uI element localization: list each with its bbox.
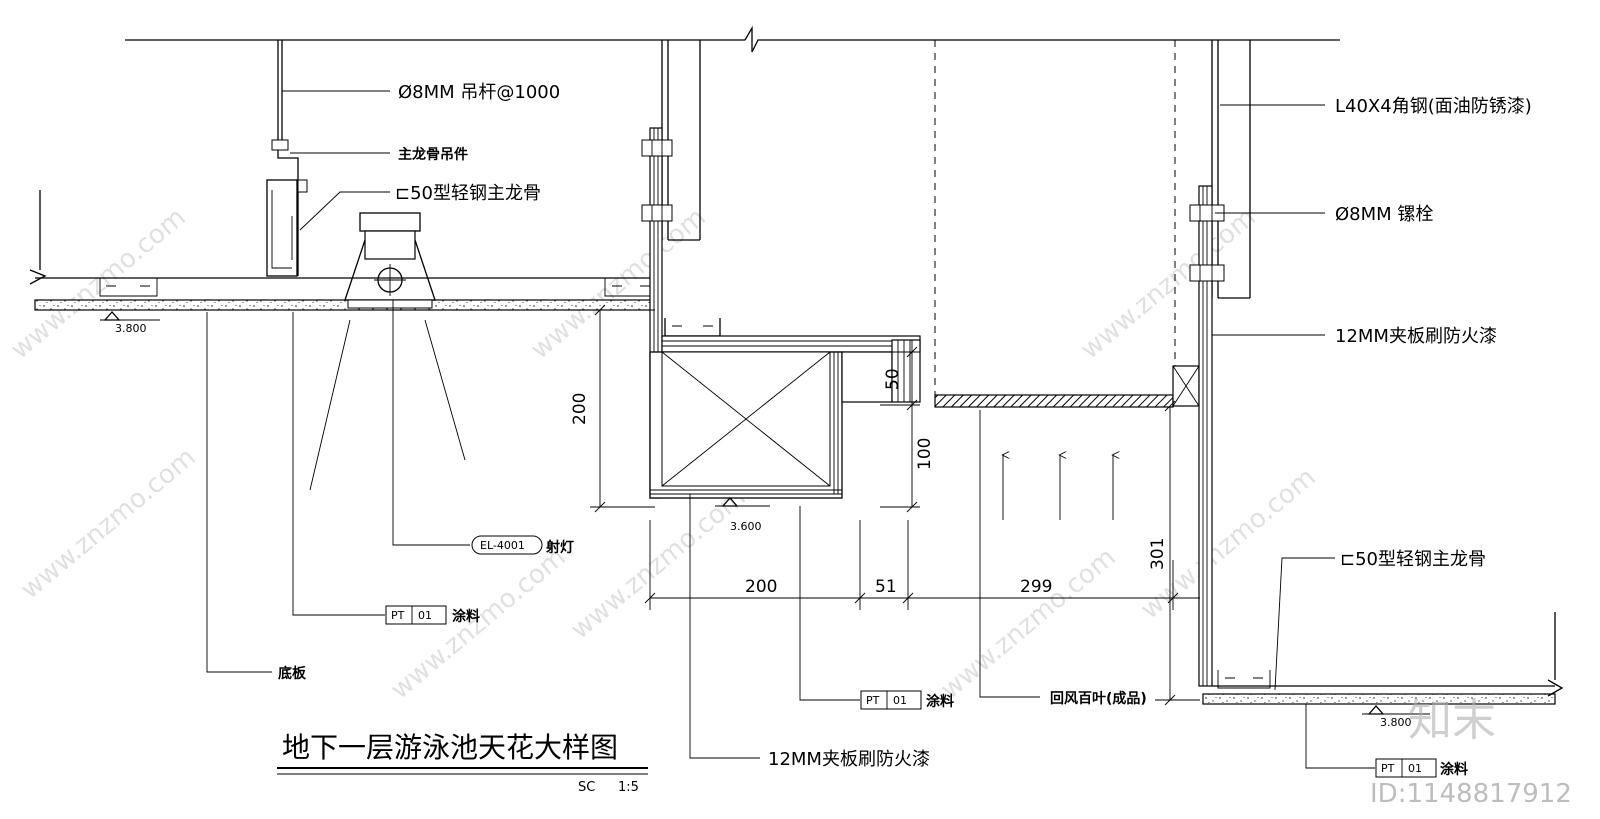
paint-tag-3: PT bbox=[1381, 762, 1395, 775]
watermark-text: www.znzmo.com bbox=[15, 442, 201, 605]
structural-slab bbox=[125, 25, 1340, 53]
label-bolt: Ø8MM 镙栓 bbox=[1335, 204, 1433, 225]
dim-200-vertical: 200 bbox=[570, 393, 590, 425]
label-downlight: 射灯 bbox=[545, 539, 574, 556]
left-ceiling bbox=[29, 40, 661, 321]
label-paint-3: 涂料 bbox=[1440, 761, 1468, 778]
label-c50-main-keel-right: ⊏50型轻钢主龙骨 bbox=[1340, 549, 1486, 570]
paint-code-3: 01 bbox=[1408, 762, 1422, 775]
label-rod: Ø8MM 吊杆@1000 bbox=[398, 82, 560, 103]
brand-id: ID:1148817912 bbox=[1370, 779, 1572, 809]
dim-301: 301 bbox=[1148, 538, 1168, 570]
label-base-board: 底板 bbox=[278, 665, 307, 682]
downlight-fixture bbox=[309, 212, 466, 491]
scale-ratio: 1:5 bbox=[618, 780, 639, 795]
brand-logo: 知末 bbox=[1408, 695, 1496, 746]
watermark-text: www.znzmo.com bbox=[1075, 202, 1261, 365]
downlight-tag: EL-4001 bbox=[480, 539, 525, 552]
scale-code: SC bbox=[578, 780, 595, 795]
dim-50: 50 bbox=[883, 368, 903, 390]
dim-299: 299 bbox=[1020, 577, 1052, 597]
paint-tag-1: PT bbox=[391, 609, 405, 622]
labels: Ø8MM 吊杆@1000 主龙骨吊件 ⊏50型轻钢主龙骨 L40X4角钢(面油防… bbox=[115, 82, 1532, 795]
label-angle-steel: L40X4角钢(面油防锈漆) bbox=[1335, 96, 1532, 117]
brand-watermark: 知末 ID:1148817912 bbox=[1370, 695, 1572, 809]
label-board-bottom: 12MM夹板刷防火漆 bbox=[768, 749, 930, 770]
level-right: 3.800 bbox=[1380, 716, 1412, 729]
paint-code-2: 01 bbox=[893, 694, 907, 707]
dimension-lines bbox=[590, 304, 1200, 706]
level-left: 3.800 bbox=[115, 322, 147, 335]
paint-code-1: 01 bbox=[418, 609, 432, 622]
label-board-right: 12MM夹板刷防火漆 bbox=[1335, 326, 1497, 347]
return-air-duct bbox=[934, 40, 1200, 520]
leader-lines bbox=[206, 90, 1375, 769]
dim-200: 200 bbox=[745, 577, 777, 597]
watermark-text: www.znzmo.com bbox=[5, 202, 191, 365]
dim-100: 100 bbox=[915, 438, 935, 470]
label-c50-main-keel: ⊏50型轻钢主龙骨 bbox=[395, 183, 541, 204]
right-soffit bbox=[1189, 40, 1564, 715]
drawing-title: 地下一层游泳池天花大样图 bbox=[282, 731, 618, 764]
dim-51: 51 bbox=[875, 577, 897, 597]
label-paint-2: 涂料 bbox=[926, 693, 954, 710]
paint-tag-2: PT bbox=[866, 694, 880, 707]
center-soffit bbox=[641, 40, 921, 507]
label-return-louver: 回风百叶(成品) bbox=[1050, 690, 1147, 707]
watermark-text: www.znzmo.com bbox=[935, 542, 1121, 705]
label-paint-1: 涂料 bbox=[452, 608, 480, 625]
label-main-hanger: 主龙骨吊件 bbox=[398, 146, 468, 163]
level-middle: 3.600 bbox=[730, 520, 762, 533]
